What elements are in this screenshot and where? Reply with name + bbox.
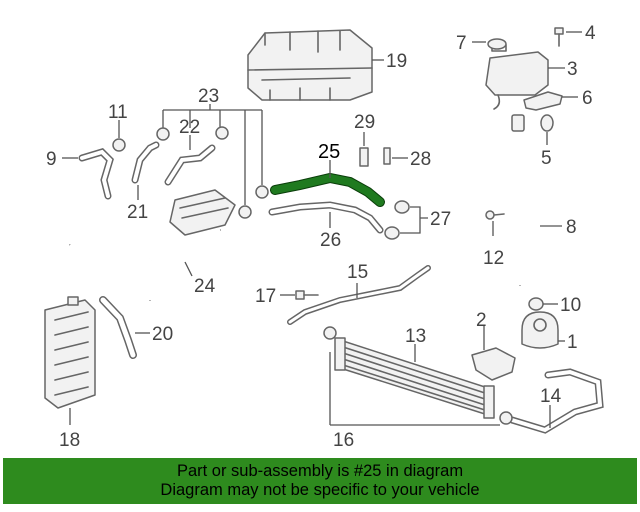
callout-8[interactable]: 8	[566, 217, 577, 238]
callout-26[interactable]: 26	[320, 230, 341, 251]
part-5-grommet	[540, 114, 554, 132]
callout-19[interactable]: 19	[386, 51, 407, 72]
callout-9[interactable]: 9	[46, 149, 57, 170]
banner-line-2: Diagram may not be specific to your vehi…	[160, 481, 480, 499]
part-28-clip	[383, 147, 391, 165]
part-24-pipe-assembly	[69, 189, 236, 301]
callout-29[interactable]: 29	[354, 112, 375, 133]
callout-21[interactable]: 21	[127, 202, 148, 223]
part-26-hose	[268, 201, 384, 234]
part-12-bolt	[485, 210, 505, 220]
part-15-pipe	[287, 265, 431, 325]
part-4-bolt	[554, 27, 564, 47]
part-9-hose	[78, 148, 114, 200]
parts-diagram: 19 3 7 4 6 5 8 12	[44, 23, 604, 451]
part-1-pump	[521, 311, 559, 349]
part-8-hose	[476, 114, 538, 286]
callout-22[interactable]: 22	[179, 117, 200, 138]
callout-20[interactable]: 20	[152, 324, 173, 345]
part-29-clip	[359, 147, 369, 167]
callout-28[interactable]: 28	[410, 149, 431, 170]
part-2-bracket	[471, 347, 516, 381]
part-14-hose	[508, 368, 604, 434]
callout-17[interactable]: 17	[255, 286, 276, 307]
callout-10[interactable]: 10	[560, 295, 581, 316]
callout-24[interactable]: 24	[194, 276, 216, 297]
part-21-hose	[131, 141, 160, 184]
part-16-clamp	[323, 326, 337, 340]
part-19-module	[247, 29, 373, 101]
callout-14[interactable]: 14	[540, 386, 562, 407]
part-3-reservoir	[485, 40, 549, 110]
part-27-clamps	[384, 200, 410, 240]
callout-23[interactable]: 23	[198, 86, 219, 107]
part-20-hose	[99, 296, 137, 359]
part-6-bracket	[523, 91, 563, 111]
info-banner: Part or sub-assembly is #25 in diagram D…	[3, 458, 637, 504]
callout-3[interactable]: 3	[567, 59, 578, 80]
callout-15[interactable]: 15	[347, 262, 368, 283]
part-25-hose-highlighted[interactable]	[270, 172, 385, 207]
callout-27[interactable]: 27	[430, 209, 451, 230]
part-18-radiator	[44, 296, 96, 409]
part-7-cap	[487, 38, 507, 50]
callout-13[interactable]: 13	[405, 326, 426, 347]
banner-line-1: Part or sub-assembly is #25 in diagram	[176, 462, 464, 480]
callout-6[interactable]: 6	[582, 88, 593, 109]
callout-25[interactable]: 25	[318, 141, 340, 163]
callout-11[interactable]: 11	[108, 102, 128, 123]
callout-4[interactable]: 4	[585, 23, 596, 44]
callout-7[interactable]: 7	[456, 33, 467, 54]
part-23-clamps	[156, 126, 269, 219]
callout-1[interactable]: 1	[567, 332, 578, 353]
part-11-clamp	[112, 138, 126, 152]
part-17-bolt	[295, 290, 319, 300]
part-22-hose	[164, 144, 216, 186]
callout-2[interactable]: 2	[476, 310, 487, 331]
part-10-clamp	[528, 297, 544, 311]
part-13-cooler	[334, 337, 495, 419]
callout-16[interactable]: 16	[333, 430, 354, 451]
callout-18[interactable]: 18	[59, 430, 80, 451]
callout-5[interactable]: 5	[541, 148, 552, 169]
callout-12[interactable]: 12	[483, 248, 504, 269]
